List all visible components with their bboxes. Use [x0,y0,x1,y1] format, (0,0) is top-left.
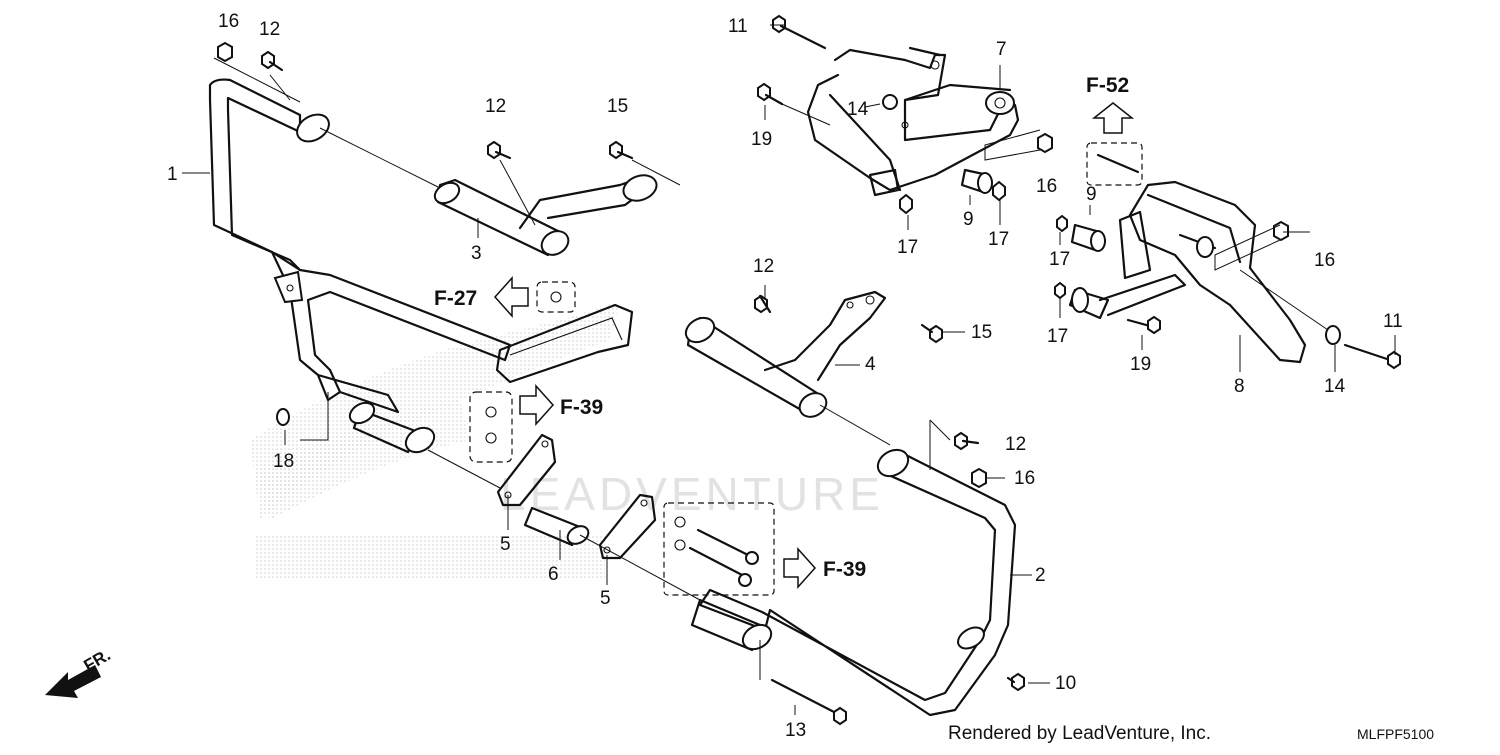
callout-19: 19 [751,129,772,150]
mount-plate-right [598,493,657,560]
cap-nut-16b [1037,132,1053,154]
spacer-collar [523,506,590,547]
callout-9: 9 [1086,184,1097,205]
callout-1: 1 [167,164,178,185]
fastener-group-f27 [536,281,576,313]
washer-14a [882,94,899,110]
nut-17b [992,180,1006,202]
washer-18 [276,408,290,426]
ref-arrow-f39-upper [519,384,555,426]
bolt-pair-lower [674,516,759,587]
bolt-19a [757,82,784,106]
cap-nut-16c [971,467,987,489]
callout-2: 2 [1035,565,1046,586]
nut-17a [899,193,913,215]
ref-arrow-f52 [1091,102,1135,134]
ref-label-f39[interactable]: F-39 [560,396,603,419]
bolt-12b [487,140,512,160]
bracket-right-upper [806,46,1020,197]
callout-17: 17 [897,237,918,258]
callout-labels: 16 12 1 12 15 3 18 5 6 5 11 7 14 19 16 9… [167,11,1403,741]
callout-11: 11 [1383,311,1403,332]
callout-16: 16 [218,11,239,32]
callout-14: 14 [1324,376,1346,397]
bolt-11b [1343,343,1401,370]
ref-label-f27[interactable]: F-27 [434,287,477,310]
crash-bar-right [690,448,1017,717]
ref-arrow-f27 [493,276,529,318]
bolt-19b [1126,315,1161,335]
rubber-bush-9b [1070,223,1106,252]
callout-16: 16 [1036,176,1057,197]
rear-bar-right [1068,180,1307,364]
callout-13: 13 [785,720,806,741]
side-bracket-pad [495,303,634,384]
callout-15: 15 [607,96,628,117]
callout-4: 4 [865,354,876,375]
crash-bar-left [208,78,512,454]
fastener-group-f39-lower [663,502,775,596]
bolt-15a [609,140,634,160]
callout-5: 5 [600,588,611,609]
callout-16: 16 [1314,250,1335,271]
step-bracket-upper-left [433,174,658,257]
rubber-bush-9a [960,168,993,194]
callout-17: 17 [1047,326,1068,347]
callout-9: 9 [963,209,974,230]
callout-19: 19 [1130,354,1151,375]
step-holder-center [684,290,887,418]
render-credit: Rendered by LeadVenture, Inc. [948,723,1211,744]
cap-nut-16a [217,41,233,63]
callout-16: 16 [1014,468,1035,489]
callout-18: 18 [273,451,294,472]
fastener-group-f39-upper [469,391,513,463]
callout-15: 15 [971,322,992,343]
callout-17: 17 [988,229,1009,250]
callout-11: 11 [728,16,748,37]
leader-lines [182,24,1396,715]
ref-label-f52[interactable]: F-52 [1086,74,1129,97]
bolt-11a [772,14,827,50]
diagram-code: MLFPF5100 [1357,726,1434,742]
callout-12: 12 [485,96,506,117]
bolt-13 [770,678,847,726]
nut-17c [1056,214,1068,233]
cap-nut-16d [1273,220,1289,242]
bolt-12c [754,294,772,314]
callout-17: 17 [1049,249,1070,270]
callout-12: 12 [1005,434,1026,455]
ref-label-f39[interactable]: F-39 [823,558,866,581]
nut-17d [1054,281,1066,300]
ref-arrow-f39-lower [783,547,817,589]
callout-14: 14 [847,99,869,120]
callout-6: 6 [548,564,559,585]
bolt-12a [261,50,284,72]
bolt-12d [954,431,980,451]
front-direction-arrow [45,665,101,698]
callout-12: 12 [753,256,774,277]
bolt-f52 [1096,153,1140,174]
callout-5: 5 [500,534,511,555]
mount-plate-left [496,433,557,507]
washer-14b [1325,325,1341,345]
bolt-10 [1006,672,1025,692]
callout-7: 7 [996,39,1007,60]
callout-12: 12 [259,19,280,40]
fastener-group-f52 [1086,142,1143,186]
callout-8: 8 [1234,376,1245,397]
bolt-15b [920,323,943,344]
callout-10: 10 [1055,673,1076,694]
callout-3: 3 [471,243,482,264]
watermark-text: LEADVENTURE [500,468,884,520]
